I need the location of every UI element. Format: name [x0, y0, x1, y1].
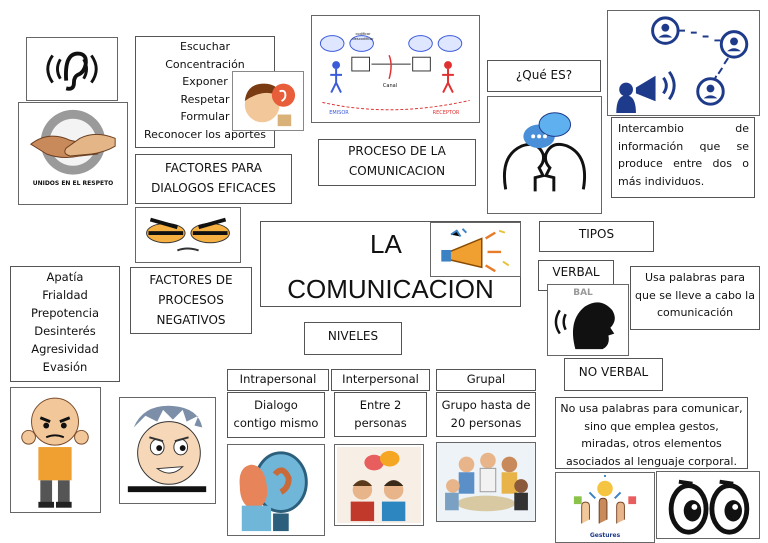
- verbal-description-box: [630, 266, 760, 330]
- speaking-head-icon: BAL: [547, 284, 629, 356]
- speech-bubbles-heads-icon: [487, 96, 602, 214]
- no-verbal-description-box: [555, 397, 748, 469]
- list-item: Agresividad: [31, 342, 99, 356]
- factores-negativos-label-box: [130, 267, 252, 334]
- verbal-description: Usa palabras para que se lleve a cabo la…: [635, 271, 755, 319]
- list-item: Apatía: [46, 270, 84, 284]
- receptor-label: RECEPTOR: [432, 110, 460, 116]
- list-item: Exponer: [182, 75, 228, 88]
- cartoon-boy-icon: [119, 397, 216, 504]
- que-es-question: ¿Qué ES?: [515, 68, 573, 82]
- ear-icon: [26, 37, 118, 101]
- nivel-intrapersonal-name: Intrapersonal: [239, 372, 317, 386]
- factores-negativos-list: [10, 266, 120, 382]
- nivel-grupal-desc-box: [436, 392, 536, 437]
- niveles-label: NIVELES: [327, 329, 379, 343]
- emisor-label: EMISOR: [329, 110, 349, 116]
- no-verbal-label-box: [564, 358, 663, 391]
- listening-person-icon: [232, 71, 304, 131]
- nivel-interpersonal-desc-box: [334, 392, 427, 437]
- list-item: Frialdad: [42, 288, 88, 302]
- factores-eficaces-label-box: [135, 154, 292, 204]
- nivel-intrapersonal-desc: Dialogo contigo mismo: [233, 398, 319, 430]
- factores-negativos-items: Apatía Frialdad Prepotencia Desinterés A…: [14, 268, 116, 376]
- no-verbal-label: NO VERBAL: [578, 365, 649, 379]
- eyes-icon: [656, 471, 760, 539]
- angry-man-icon: [10, 387, 101, 513]
- main-title-line2: COMUNICACION: [287, 274, 494, 304]
- nivel-intrapersonal-desc-box: [227, 392, 325, 438]
- tipos-label: TIPOS: [578, 227, 615, 241]
- proceso-label: PROCESO DE LA COMUNICACION: [348, 144, 446, 178]
- factores-eficaces-label: FACTORES PARA DIALOGOS EFICACES: [151, 161, 276, 195]
- nivel-interpersonal-name-box: [331, 369, 430, 391]
- verbal-label: VERBAL: [552, 265, 600, 279]
- no-verbal-description: No usa palabras para comunicar, sino que…: [560, 402, 743, 468]
- mirror-person-icon: [227, 444, 325, 536]
- canal-label: Canal: [382, 83, 398, 89]
- proceso-label-box: [318, 139, 476, 186]
- megaphone-icon: [430, 222, 521, 277]
- angry-eyes-icon: [135, 207, 241, 263]
- handshake-icon: UNIDOS EN EL RESPETO: [18, 102, 128, 205]
- que-es-answer: Intercambio de información que se produc…: [618, 122, 749, 188]
- que-es-answer-box: [611, 117, 755, 198]
- nivel-intrapersonal-name-box: [227, 369, 329, 391]
- network-megaphone-icon: [607, 10, 760, 116]
- factores-negativos-label: FACTORES DE PROCESOS NEGATIVOS: [149, 273, 233, 327]
- niveles-label-box: [304, 322, 402, 355]
- respeto-caption: UNIDOS EN EL RESPETO: [32, 180, 114, 187]
- nivel-grupal-name-box: [436, 369, 536, 391]
- gestures-icon: Gestures: [555, 472, 655, 543]
- list-item: Evasión: [42, 360, 88, 374]
- nivel-interpersonal-desc: Entre 2 personas: [354, 398, 407, 430]
- factores-eficaces-items: Escuchar Concentración Exponer Respetar …: [140, 38, 270, 143]
- list-item: Prepotencia: [30, 306, 100, 320]
- list-item: Concentración: [165, 57, 245, 71]
- list-item: Respetar: [180, 92, 230, 106]
- main-title-line1: LA: [370, 229, 402, 259]
- gestures-label: Gestures: [589, 532, 621, 539]
- two-people-talking-icon: [334, 444, 424, 526]
- verbal-image-text: BAL: [573, 288, 593, 298]
- codificar-label: codificar descodificar: [352, 32, 374, 41]
- nivel-interpersonal-name: Interpersonal: [342, 372, 419, 386]
- list-item: Desinterés: [34, 324, 96, 338]
- que-es-box: [487, 60, 601, 92]
- group-meeting-icon: [436, 442, 536, 522]
- nivel-grupal-desc: Grupo hasta de 20 personas: [441, 398, 531, 430]
- list-item: Escuchar: [180, 40, 230, 53]
- nivel-grupal-name: Grupal: [466, 372, 506, 386]
- tipos-label-box: [539, 221, 654, 252]
- proceso-diagram: EMISOR RECEPTOR Canal codificar descodif…: [311, 15, 480, 123]
- list-item: Formular: [180, 110, 230, 123]
